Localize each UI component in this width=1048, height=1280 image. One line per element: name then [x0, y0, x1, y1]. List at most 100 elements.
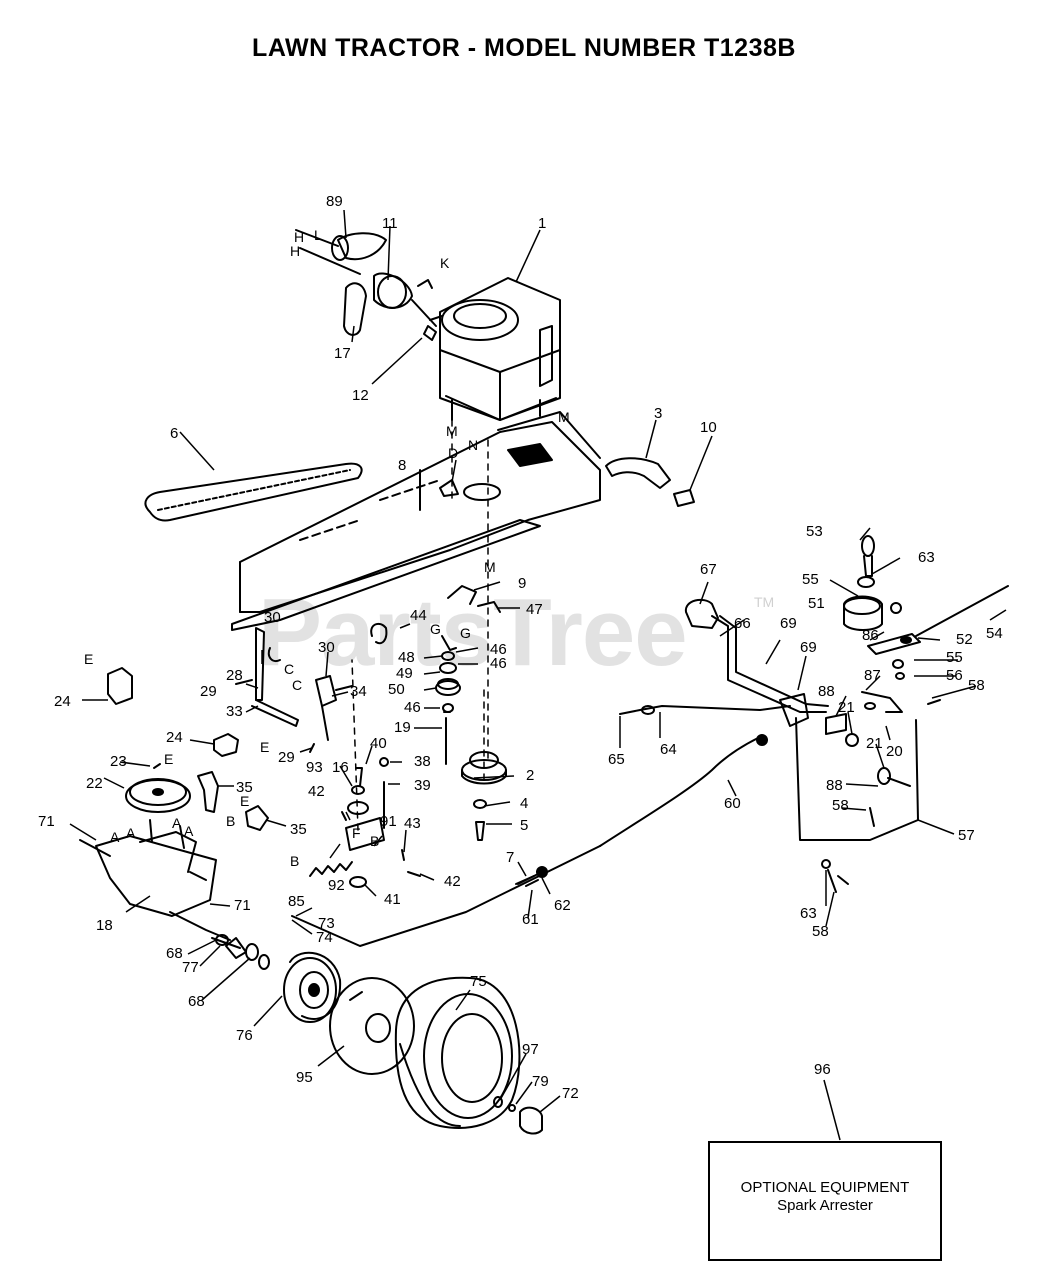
callout-88: 88 [818, 683, 835, 700]
optional-equipment-item: Spark Arrester [777, 1197, 873, 1214]
callout-69: 69 [780, 615, 797, 632]
tractor-frame [231, 411, 601, 631]
callout-61: 61 [522, 911, 539, 928]
callout-64: 64 [660, 741, 677, 758]
callout-24: 24 [166, 729, 183, 746]
clip-79 [508, 1104, 516, 1112]
cable-hardware [515, 875, 539, 887]
callout-10: 10 [700, 419, 717, 436]
transaxle [79, 819, 231, 941]
callout-73: 73 [318, 915, 335, 932]
callout-23: 23 [110, 753, 127, 770]
callout-39: 39 [414, 777, 431, 794]
callout-87: 87 [864, 667, 881, 684]
washer-97 [493, 1096, 503, 1108]
callout-53: 53 [806, 523, 823, 540]
callout-19: 19 [394, 719, 411, 736]
callout-16: 16 [332, 759, 349, 776]
letter-b: B [226, 813, 235, 829]
letter-g: G [430, 621, 441, 637]
bracket-24-lower [213, 733, 239, 757]
callout-46: 46 [404, 699, 421, 716]
letter-a: A [184, 823, 194, 839]
callout-49: 49 [396, 665, 413, 682]
muffler-assembly [295, 229, 437, 341]
callout-43: 43 [404, 815, 421, 832]
callout-86: 86 [862, 627, 879, 644]
callout-63: 63 [800, 905, 817, 922]
callout-67: 67 [700, 561, 717, 578]
callout-62: 62 [554, 897, 571, 914]
clutch-linkage [370, 585, 501, 765]
callout-91: 91 [380, 813, 397, 830]
callout-57: 57 [958, 827, 975, 844]
callout-72: 72 [562, 1085, 579, 1102]
letter-c: C [284, 661, 294, 677]
letter-h: H [294, 229, 304, 245]
callout-1: 1 [538, 215, 546, 232]
callout-95: 95 [296, 1069, 313, 1086]
drive-belt [144, 462, 363, 522]
letter-k: K [440, 255, 450, 271]
watermark-trademark: TM [754, 594, 775, 610]
callout-35: 35 [290, 821, 307, 838]
callout-88: 88 [826, 777, 843, 794]
callout-2: 2 [526, 767, 534, 784]
letter-f: F [352, 825, 361, 841]
optional-equipment-title: OPTIONAL EQUIPMENT [740, 1179, 910, 1196]
callout-52: 52 [956, 631, 973, 648]
callout-29: 29 [200, 683, 217, 700]
callout-30: 30 [318, 639, 335, 656]
callout-21: 21 [838, 699, 855, 716]
callout-6: 6 [170, 425, 178, 442]
page-title: LAWN TRACTOR - MODEL NUMBER T1238B [252, 34, 796, 62]
callout-51: 51 [808, 595, 825, 612]
letter-e: E [240, 793, 249, 809]
callout-50: 50 [388, 681, 405, 698]
callout-85: 85 [288, 893, 305, 910]
callout-58: 58 [812, 923, 829, 940]
callout-8: 8 [398, 457, 406, 474]
letter-l: L [314, 227, 322, 243]
bracket-8 [439, 479, 459, 497]
clutch-bracket-parts [341, 757, 421, 888]
callout-60: 60 [724, 795, 741, 812]
letter-g: G [460, 625, 471, 641]
letter-e: E [260, 739, 269, 755]
callout-75: 75 [470, 973, 487, 990]
callout-17: 17 [334, 345, 351, 362]
callout-74: 74 [316, 929, 333, 946]
callout-11: 11 [382, 215, 398, 232]
callout-46: 46 [490, 655, 507, 672]
callout-12: 12 [352, 387, 369, 404]
leader-lines [69, 209, 1007, 1141]
lower-steering-parts [821, 859, 849, 893]
callout-68: 68 [166, 945, 183, 962]
callout-24: 24 [54, 693, 71, 710]
callout-3: 3 [654, 405, 662, 422]
connection-letters: H H L K M M N D M G G F C C E E E E B B … [84, 227, 570, 869]
callout-30: 30 [264, 609, 281, 626]
axle-spacers [211, 934, 270, 970]
callout-46: 46 [490, 641, 507, 658]
callout-18: 18 [96, 917, 113, 934]
callout-34: 34 [350, 683, 367, 700]
spring-85 [309, 861, 353, 877]
letter-m: M [484, 559, 496, 575]
control-rod [619, 705, 791, 715]
callout-96: 96 [814, 1061, 831, 1078]
steering-gear [843, 535, 1009, 680]
rear-wheel-hub [283, 951, 342, 1023]
letter-a: A [172, 815, 182, 831]
callout-48: 48 [398, 649, 415, 666]
hub-cap [519, 1106, 543, 1135]
callout-56: 56 [946, 667, 963, 684]
callout-97: 97 [522, 1041, 539, 1058]
letter-h: H [290, 243, 300, 259]
callout-65: 65 [608, 751, 625, 768]
callout-42: 42 [444, 873, 461, 890]
part-drawings [79, 229, 1009, 1135]
callout-21: 21 [866, 735, 883, 752]
callout-93: 93 [306, 759, 323, 776]
